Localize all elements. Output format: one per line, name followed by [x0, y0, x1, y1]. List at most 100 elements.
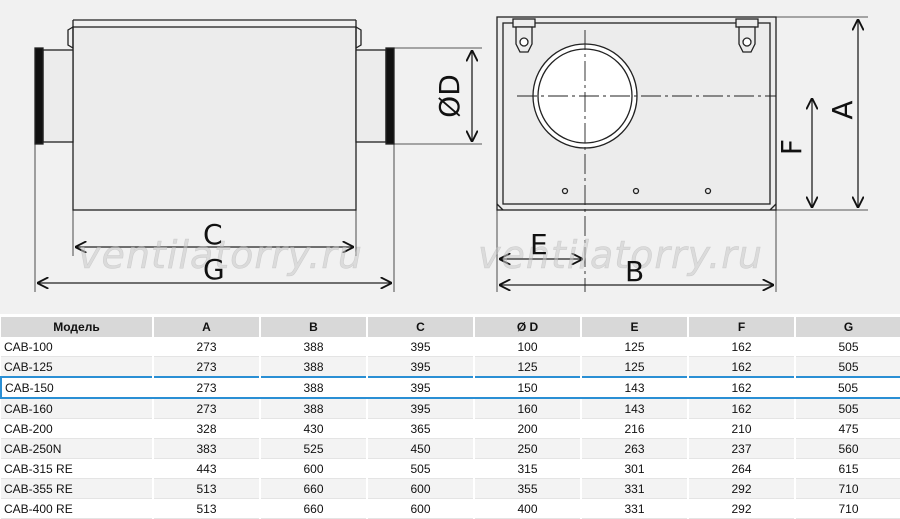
cell-e: 125: [580, 337, 688, 357]
cell-e: 143: [580, 398, 688, 419]
header-b: B: [259, 317, 367, 337]
cell-f: 210: [687, 418, 795, 439]
cell-f: 162: [687, 398, 795, 419]
dim-label-f: F: [775, 138, 808, 156]
cell-d: 315: [473, 458, 581, 479]
cell-d: 125: [473, 356, 581, 378]
dimensions-table: Модель A B C Ø D E F G CAB-100 273 388 3…: [0, 317, 900, 519]
dim-label-c: C: [203, 218, 223, 251]
cell-c: 395: [366, 337, 474, 357]
dim-label-d: ØD: [433, 74, 466, 118]
cell-f: 292: [687, 498, 795, 519]
cell-d: 160: [473, 398, 581, 419]
header-d: Ø D: [473, 317, 581, 337]
cell-a: 383: [152, 438, 260, 459]
header-g: G: [794, 317, 900, 337]
header-e: E: [580, 317, 688, 337]
cell-f: 264: [687, 458, 795, 479]
table-row: CAB-400 RE 513 660 600 400 331 292 710: [1, 498, 900, 519]
cell-c: 395: [366, 398, 474, 419]
cell-g: 560: [794, 438, 900, 459]
cell-e: 125: [580, 356, 688, 378]
drawing-lines: [34, 16, 868, 292]
table-row: CAB-200 328 430 365 200 216 210 475: [1, 418, 900, 439]
header-a: A: [152, 317, 260, 337]
cell-model: CAB-355 RE: [1, 478, 153, 499]
cell-c: 450: [366, 438, 474, 459]
cell-g: 710: [794, 478, 900, 499]
cell-a: 273: [152, 376, 260, 399]
cell-e: 263: [580, 438, 688, 459]
cell-d: 355: [473, 478, 581, 499]
header-f: F: [687, 317, 795, 337]
cell-b: 388: [259, 356, 367, 378]
cell-a: 328: [152, 418, 260, 439]
cell-d: 400: [473, 498, 581, 519]
cell-e: 331: [580, 478, 688, 499]
table-row-highlighted: CAB-150 273 388 395 150 143 162 505: [0, 376, 900, 399]
cell-f: 292: [687, 478, 795, 499]
cell-c: 600: [366, 498, 474, 519]
cell-c: 505: [366, 458, 474, 479]
cell-a: 513: [152, 478, 260, 499]
header-model: Модель: [1, 317, 153, 337]
cell-b: 660: [259, 478, 367, 499]
cell-e: 143: [580, 376, 688, 399]
watermark-left: ventilatorry.ru: [78, 233, 363, 278]
cell-b: 388: [259, 337, 367, 357]
dim-label-a: A: [826, 100, 859, 120]
cell-model: CAB-160: [1, 398, 153, 419]
cell-f: 162: [687, 376, 795, 399]
dim-label-e: E: [530, 228, 548, 261]
cell-f: 162: [687, 337, 795, 357]
cell-b: 600: [259, 458, 367, 479]
table-row: CAB-125 273 388 395 125 125 162 505: [1, 356, 900, 378]
cell-a: 273: [152, 337, 260, 357]
cell-e: 331: [580, 498, 688, 519]
cell-d: 250: [473, 438, 581, 459]
side-view-body: [72, 26, 357, 211]
table-row: CAB-315 RE 443 600 505 315 301 264 615: [1, 458, 900, 479]
table-row: CAB-100 273 388 395 100 125 162 505: [1, 337, 900, 357]
table-row: CAB-160 273 388 395 160 143 162 505: [1, 398, 900, 419]
cell-e: 301: [580, 458, 688, 479]
cell-model: CAB-100: [1, 337, 153, 357]
cell-g: 505: [794, 337, 900, 357]
cell-e: 216: [580, 418, 688, 439]
cell-f: 162: [687, 356, 795, 378]
cell-d: 200: [473, 418, 581, 439]
cell-a: 273: [152, 398, 260, 419]
cell-a: 273: [152, 356, 260, 378]
dim-label-b: B: [625, 255, 645, 288]
cell-model: CAB-150: [0, 376, 153, 399]
cell-b: 430: [259, 418, 367, 439]
cell-f: 237: [687, 438, 795, 459]
cell-c: 395: [366, 356, 474, 378]
cell-d: 150: [473, 376, 581, 399]
table-row: CAB-250N 383 525 450 250 263 237 560: [1, 438, 900, 459]
cell-g: 475: [794, 418, 900, 439]
cell-model: CAB-250N: [1, 438, 153, 459]
cell-model: CAB-200: [1, 418, 153, 439]
cell-model: CAB-400 RE: [1, 498, 153, 519]
cell-g: 615: [794, 458, 900, 479]
cell-model: CAB-315 RE: [1, 458, 153, 479]
cell-g: 505: [794, 376, 900, 399]
cell-b: 660: [259, 498, 367, 519]
header-c: C: [366, 317, 474, 337]
table-header-row: Модель A B C Ø D E F G: [1, 317, 900, 337]
watermark-right: ventilatorry.ru: [478, 233, 763, 278]
cell-g: 710: [794, 498, 900, 519]
cell-a: 443: [152, 458, 260, 479]
cell-c: 395: [366, 376, 474, 399]
cell-b: 388: [259, 376, 367, 399]
table-row: CAB-355 RE 513 660 600 355 331 292 710: [1, 478, 900, 499]
technical-drawing: ventilatorry.ru ventilatorry.ru C G ØD E…: [0, 0, 900, 314]
cell-g: 505: [794, 398, 900, 419]
dim-label-g: G: [203, 253, 225, 286]
cell-b: 388: [259, 398, 367, 419]
cell-model: CAB-125: [1, 356, 153, 378]
cell-b: 525: [259, 438, 367, 459]
cell-c: 600: [366, 478, 474, 499]
cell-g: 505: [794, 356, 900, 378]
